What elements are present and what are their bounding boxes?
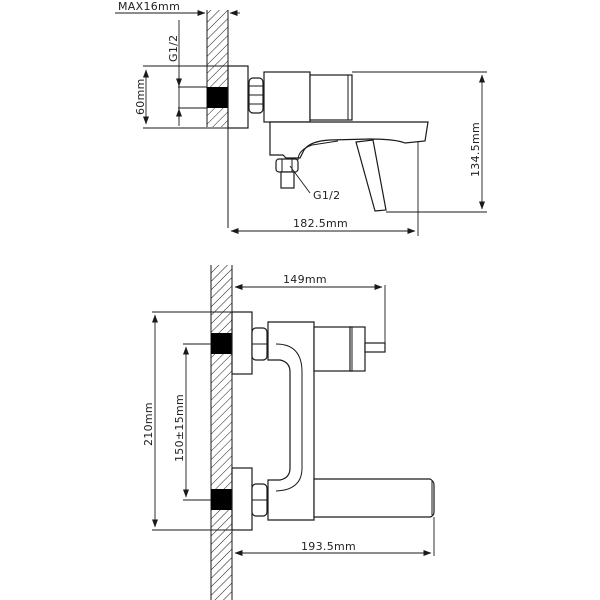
mixer-body xyxy=(263,71,311,123)
total-height-dimension: 134.5mm xyxy=(352,71,487,213)
center-distance-label: 150±15mm xyxy=(173,394,186,462)
wall-thickness-dimension: MAX16mm xyxy=(115,0,240,16)
hex-nut xyxy=(248,77,264,114)
upper-inlet-block xyxy=(211,333,232,354)
lever xyxy=(355,139,387,212)
total-depth-dimension: 182.5mm xyxy=(230,141,419,236)
total-width-dimension: 210mm xyxy=(142,311,232,531)
flange-height-label: 60mm xyxy=(134,78,147,115)
spout-depth-dimension: 193.5mm xyxy=(234,517,435,556)
spout xyxy=(313,478,435,518)
inlet-thread-dimension: G1/2 xyxy=(167,20,207,126)
upper-flange xyxy=(231,311,253,375)
total-width-label: 210mm xyxy=(142,402,155,446)
handle-cylinder xyxy=(309,74,353,121)
center-distance-dimension: 150±15mm xyxy=(173,343,211,501)
total-height-label: 134.5mm xyxy=(469,122,482,177)
lower-flange xyxy=(231,467,253,531)
spout xyxy=(269,121,429,159)
outlet-nut xyxy=(275,158,299,189)
inlet-thread-label: G1/2 xyxy=(167,35,180,62)
upper-hex-nut xyxy=(251,327,268,361)
wall-thickness-label: MAX16mm xyxy=(118,0,180,13)
lower-inlet-block xyxy=(211,489,232,510)
handle-cylinder xyxy=(313,326,353,372)
wall-hatch xyxy=(211,265,232,600)
lower-hex-nut xyxy=(251,483,268,517)
inlet-block xyxy=(207,87,228,108)
wall-flange xyxy=(227,65,249,129)
lever-stub xyxy=(364,342,386,353)
handle-depth-dimension: 149mm xyxy=(234,273,386,349)
spout-depth-label: 193.5mm xyxy=(301,540,356,553)
outlet-thread-label: G1/2 xyxy=(313,189,340,202)
total-depth-label: 182.5mm xyxy=(293,217,348,230)
side-view: MAX16mm 60mm G1/2 xyxy=(115,0,487,236)
mixer-body-u xyxy=(267,321,315,521)
top-view: 149mm 210mm xyxy=(142,265,435,600)
wall-hatch xyxy=(207,10,228,127)
flange-height-dimension: 60mm xyxy=(134,69,149,125)
handle-depth-label: 149mm xyxy=(283,273,327,286)
